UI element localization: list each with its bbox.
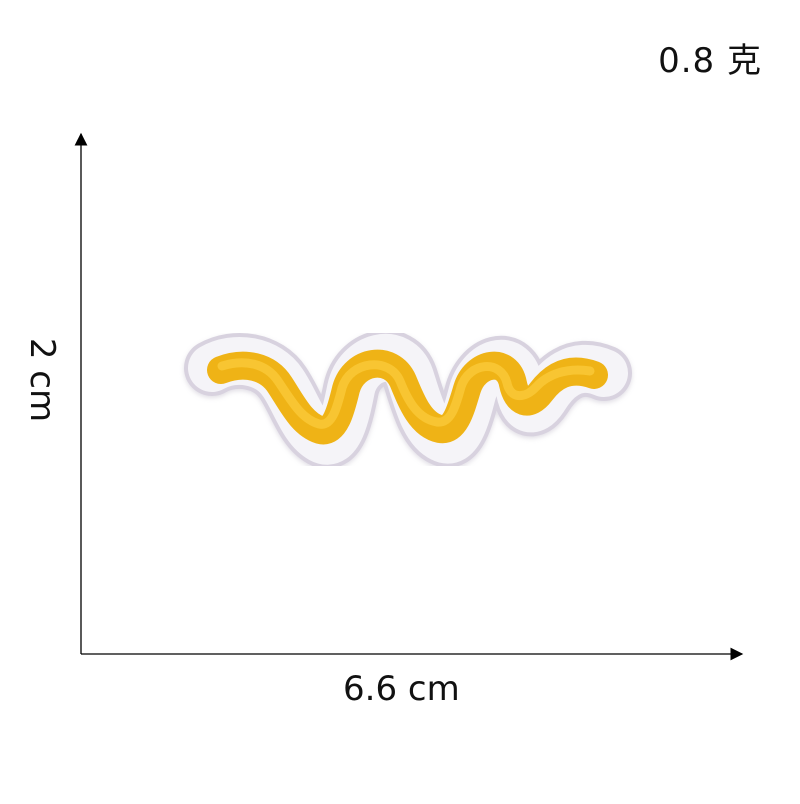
patch-yellow-highlight [217,358,595,429]
width-dimension-label: 6.6 cm [343,669,460,709]
wavy-embroidered-patch [184,330,632,469]
height-dimension-label: 2 cm [22,337,62,423]
weight-label: 0.8 克 [658,41,762,81]
